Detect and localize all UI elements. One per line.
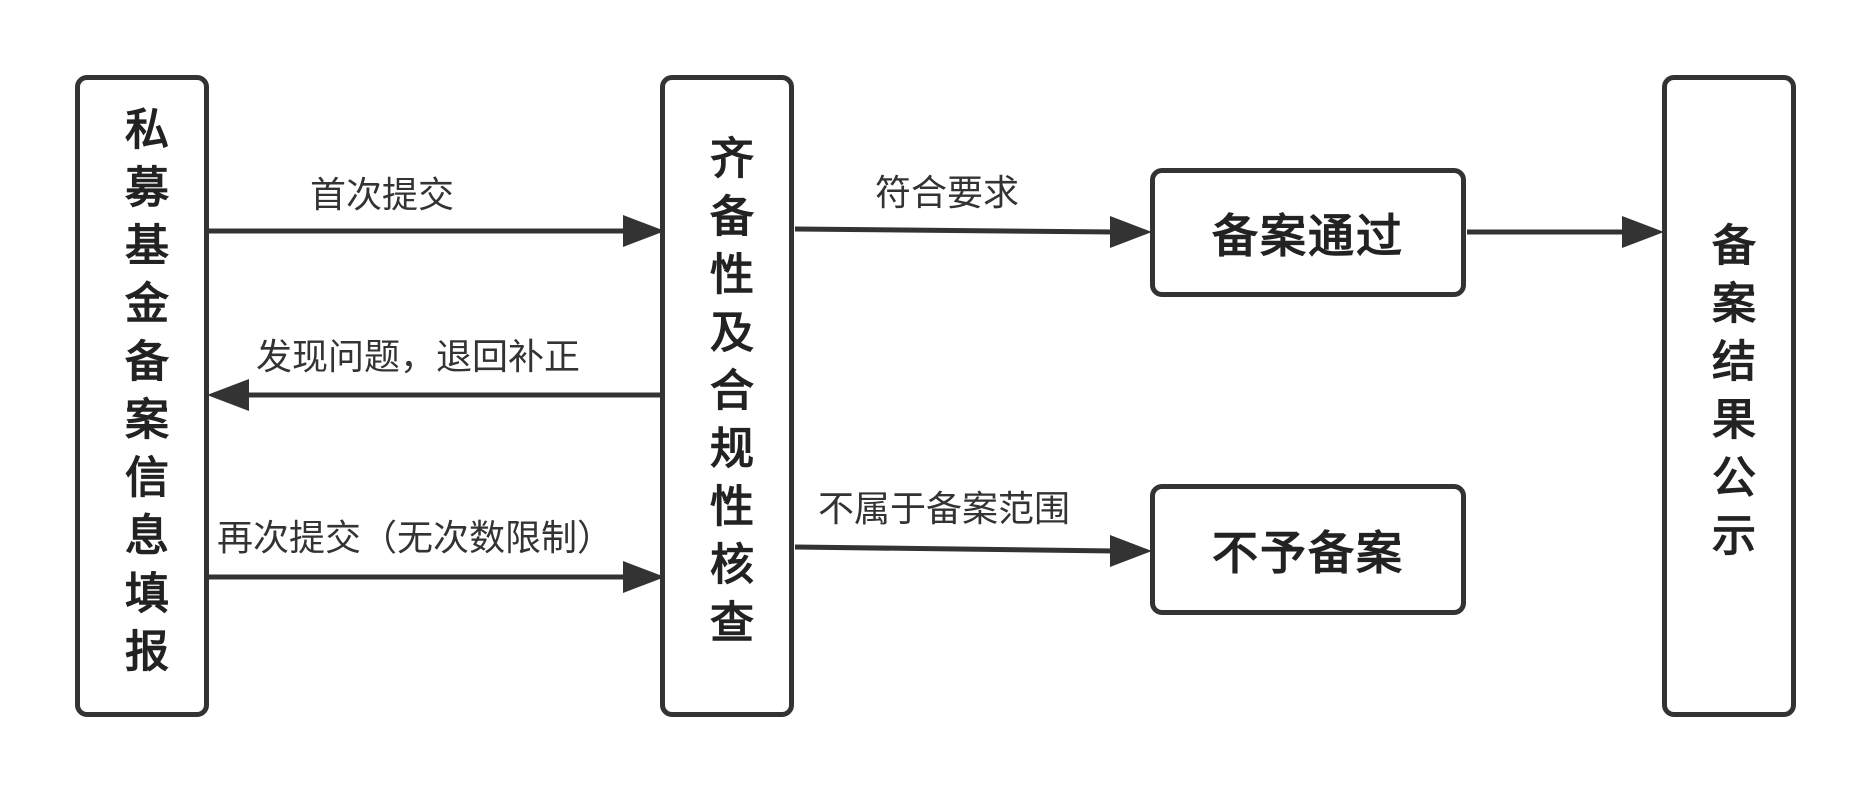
edge-label-return-fix: 发现问题，退回补正 [256,337,581,378]
node-fill-info-label: 私募基金备案信息填报 [117,106,168,686]
edge-label-meets-requirements: 符合要求 [875,173,1020,214]
node-rejected: 不予备案 [1150,484,1466,615]
node-publish: 备案结果公示 [1662,75,1796,717]
node-approved-label: 备案通过 [1212,208,1404,263]
edge-first-submit-arrowhead [623,215,665,247]
node-rejected-label: 不予备案 [1212,525,1404,580]
edge-label-resubmit: 再次提交（无次数限制） [217,518,614,559]
node-compliance-check-label: 齐备性及合规性核查 [702,135,753,657]
edge-resubmit-arrowhead [623,561,665,593]
node-fill-info: 私募基金备案信息填报 [75,75,209,717]
edge-out-of-scope-arrowhead [1110,535,1152,567]
edge-label-first-submit: 首次提交 [310,175,455,216]
edge-meets-requirements-arrowhead [1110,216,1152,248]
edge-approved-to-publish-arrowhead [1622,216,1664,248]
node-publish-label: 备案结果公示 [1704,222,1755,570]
edge-meets-requirements-line [794,226,1116,235]
node-approved: 备案通过 [1150,168,1466,297]
edge-label-out-of-scope: 不属于备案范围 [818,489,1071,530]
edge-return-arrowhead [207,379,249,411]
edge-out-of-scope-line [794,544,1116,554]
node-compliance-check: 齐备性及合规性核查 [660,75,794,717]
